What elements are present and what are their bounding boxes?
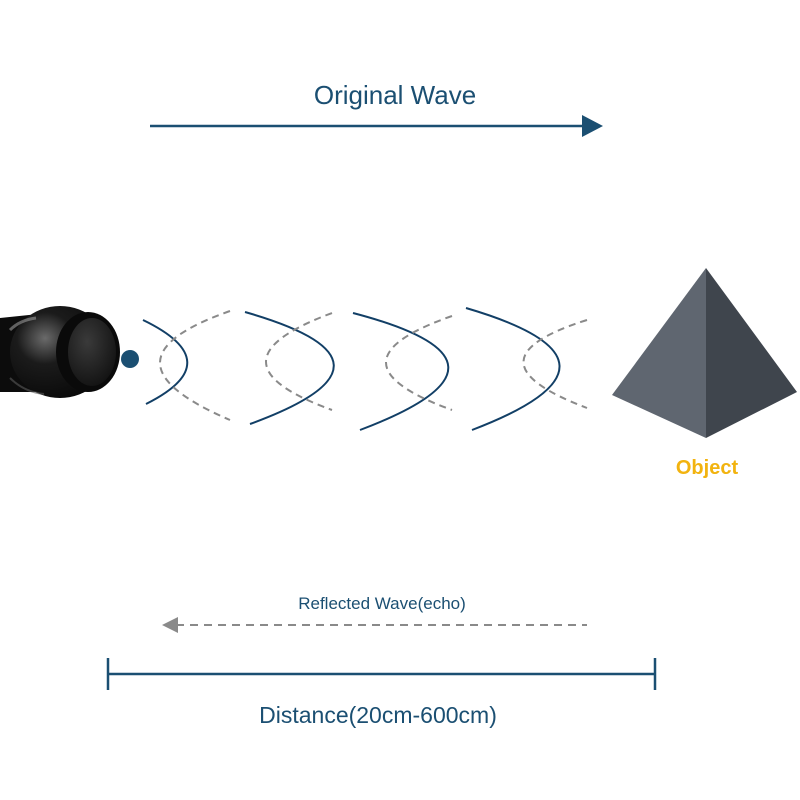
reflected-wave-label: Reflected Wave(echo) [298, 594, 466, 613]
emitter-dot [121, 350, 139, 368]
pyramid-object-icon [612, 268, 797, 438]
object-label: Object [675, 457, 739, 479]
original-wave-label: Original Wave [313, 80, 477, 110]
distance-label: Distance(20cm-600cm) [259, 702, 497, 728]
outgoing-wavefronts [142, 307, 561, 431]
original-wave-arrow [150, 115, 603, 137]
ultrasonic-sensor-icon [0, 306, 120, 398]
distance-bracket [106, 658, 657, 690]
reflected-wavefronts [159, 310, 588, 421]
reflected-wave-arrow [162, 617, 587, 633]
